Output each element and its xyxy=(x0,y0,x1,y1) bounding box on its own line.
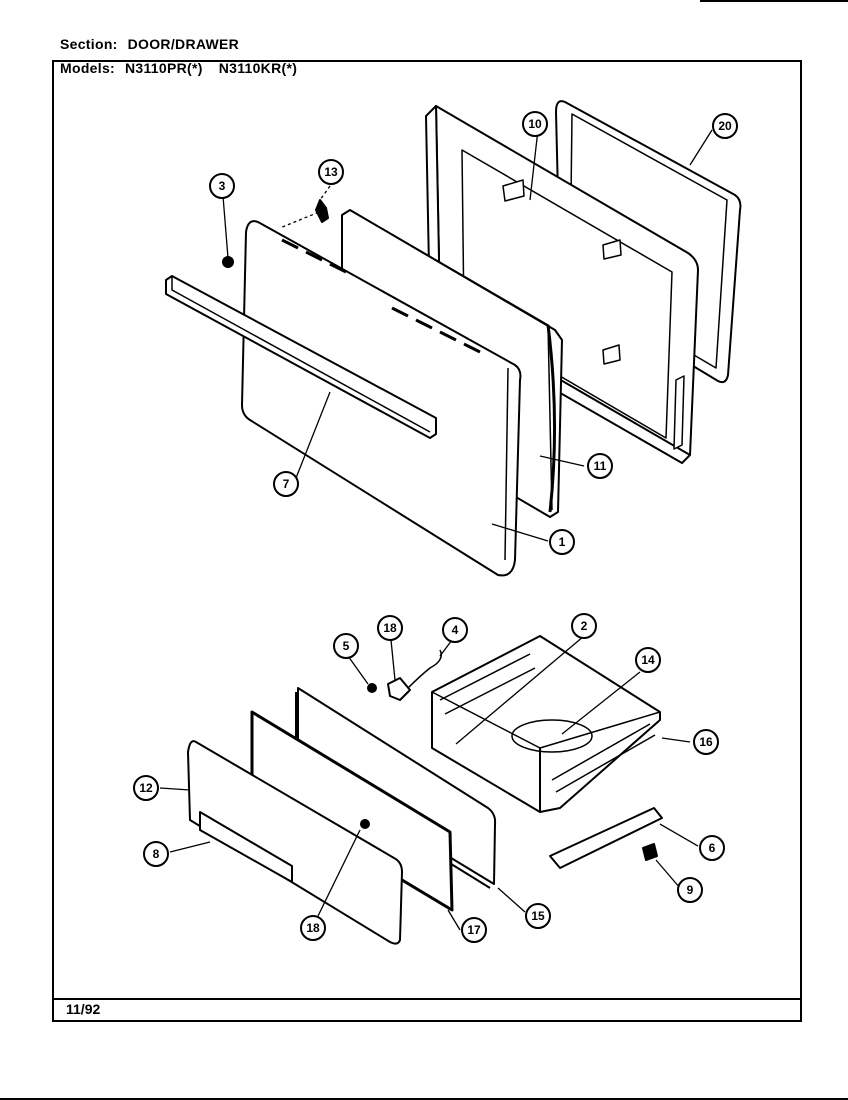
svg-text:20: 20 xyxy=(718,119,732,133)
drawer-insulation-part xyxy=(250,710,454,912)
callout-13: 13 xyxy=(318,159,344,185)
frame-footer-rule xyxy=(52,998,802,1000)
drawer-wire-part xyxy=(367,649,442,701)
drawer-rail-part xyxy=(549,807,663,869)
leader-lines xyxy=(159,111,713,931)
svg-text:2: 2 xyxy=(581,619,588,633)
svg-text:15: 15 xyxy=(531,909,545,923)
callout-2: 2 xyxy=(571,613,597,639)
callout-1: 1 xyxy=(549,529,575,555)
callout-11: 11 xyxy=(587,453,613,479)
svg-text:7: 7 xyxy=(283,477,290,491)
callout-7: 7 xyxy=(273,471,299,497)
section-line: Section: DOOR/DRAWER xyxy=(60,36,239,52)
callout-6: 6 xyxy=(699,835,725,861)
svg-text:11: 11 xyxy=(594,459,607,473)
drawer-front-part xyxy=(187,740,403,945)
callout-3: 3 xyxy=(209,173,235,199)
svg-text:12: 12 xyxy=(139,781,153,795)
svg-text:9: 9 xyxy=(687,883,694,897)
callout-15: 15 xyxy=(525,903,551,929)
svg-text:8: 8 xyxy=(153,847,160,861)
svg-text:10: 10 xyxy=(528,117,542,131)
svg-text:16: 16 xyxy=(699,735,713,749)
section-value: DOOR/DRAWER xyxy=(127,36,240,52)
svg-text:3: 3 xyxy=(219,179,226,193)
models-label: Models: xyxy=(60,60,115,76)
callout-8: 8 xyxy=(143,841,169,867)
drawer-body-part xyxy=(431,635,661,813)
diagram-frame xyxy=(52,60,802,1022)
door-handle-part xyxy=(165,275,437,439)
callout-16: 16 xyxy=(693,729,719,755)
section-label: Section: xyxy=(60,36,118,52)
callout-18-lower: 18 xyxy=(300,915,326,941)
callout-14: 14 xyxy=(635,647,661,673)
callout-10: 10 xyxy=(522,111,548,137)
svg-text:18: 18 xyxy=(383,621,397,635)
svg-text:1: 1 xyxy=(559,535,566,549)
top-edge-rule xyxy=(700,0,848,2)
bottom-edge-rule xyxy=(0,1098,848,1100)
callout-12: 12 xyxy=(133,775,159,801)
callout-5: 5 xyxy=(333,633,359,659)
callout-9: 9 xyxy=(677,877,703,903)
svg-text:14: 14 xyxy=(641,653,655,667)
callout-20: 20 xyxy=(712,113,738,139)
models-line: Models: N3110PR(*) N3110KR(*) xyxy=(60,60,297,76)
svg-text:13: 13 xyxy=(324,165,338,179)
svg-text:18: 18 xyxy=(306,921,320,935)
svg-text:6: 6 xyxy=(709,841,716,855)
model-1: N3110PR(*) xyxy=(125,60,203,76)
svg-text:4: 4 xyxy=(452,623,459,637)
date-code: 11/92 xyxy=(66,1001,101,1017)
svg-text:5: 5 xyxy=(343,639,350,653)
model-2: N3110KR(*) xyxy=(218,60,298,76)
callout-4: 4 xyxy=(442,617,468,643)
callouts: 1 2 3 4 5 6 7 8 9 10 11 12 13 14 15 16 1… xyxy=(133,111,738,943)
callout-17: 17 xyxy=(461,917,487,943)
callout-18-upper: 18 xyxy=(377,615,403,641)
svg-text:17: 17 xyxy=(467,923,481,937)
